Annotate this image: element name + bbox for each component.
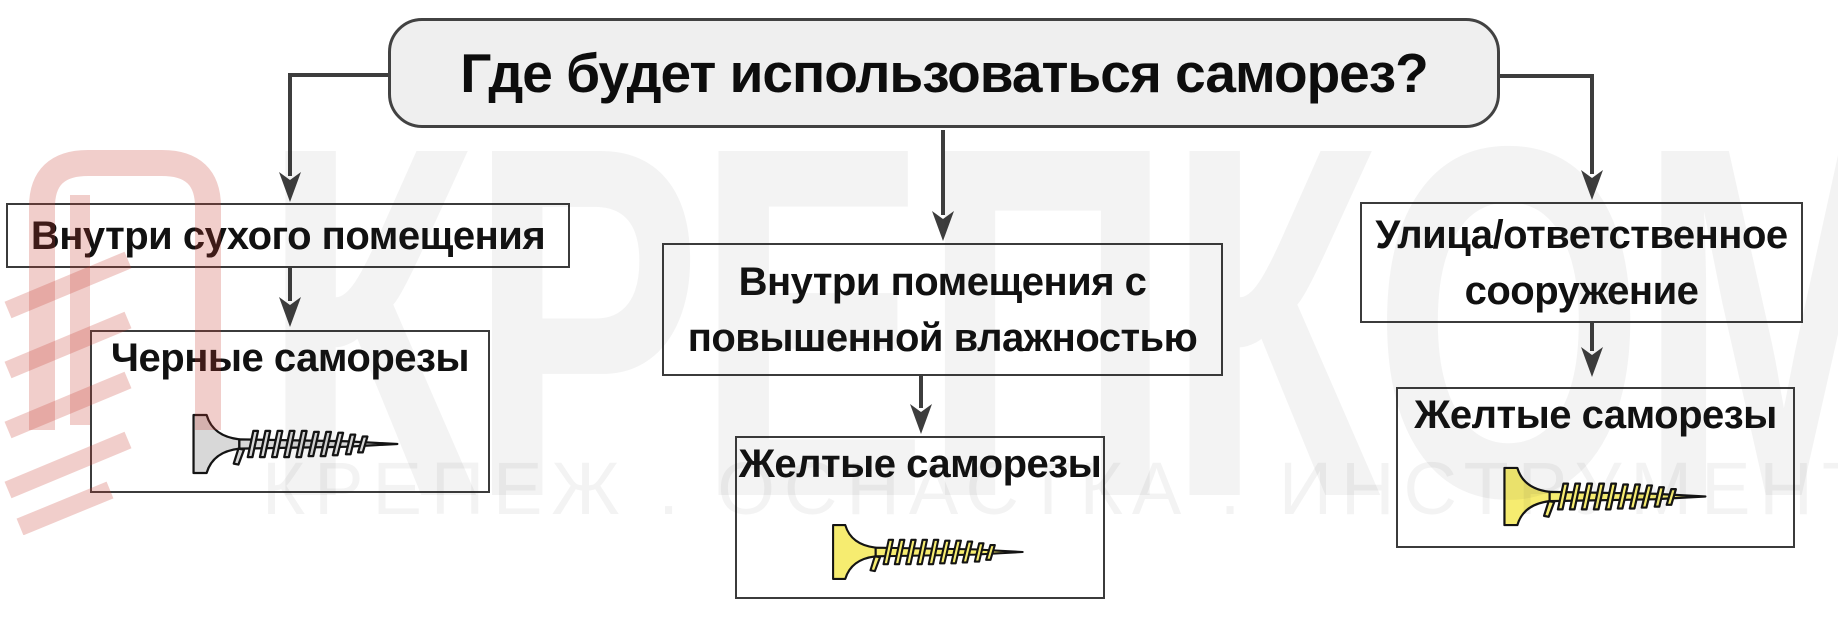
arrowhead-icon bbox=[1581, 170, 1603, 200]
result-text: Черные саморезы bbox=[110, 336, 470, 380]
result-box-yellow-screws-outdoor: Желтые саморезы bbox=[1396, 387, 1795, 548]
yellow-screw-icon bbox=[1503, 466, 1707, 527]
arrowhead-icon bbox=[279, 297, 301, 327]
arrowhead-icon bbox=[910, 404, 932, 434]
condition-box-humid-room: Внутри помещения с повышенной влажностью bbox=[662, 243, 1223, 376]
result-text: Желтые саморезы bbox=[1414, 393, 1777, 437]
connector-left bbox=[288, 73, 388, 176]
arrowhead-icon bbox=[1581, 347, 1603, 377]
connector-right bbox=[1500, 74, 1594, 174]
yellow-screw-icon bbox=[832, 523, 1024, 580]
condition-text: Внутри помещения с повышенной влажностью bbox=[687, 259, 1198, 360]
condition-box-dry-room: Внутри сухого помещения bbox=[6, 203, 570, 268]
result-box-yellow-screws-humid: Желтые саморезы bbox=[735, 436, 1105, 599]
arrowhead-icon bbox=[279, 172, 301, 202]
condition-text: Внутри сухого помещения bbox=[30, 213, 546, 258]
question-text: Где будет использоваться саморез? bbox=[460, 42, 1428, 104]
result-text: Желтые саморезы bbox=[738, 442, 1102, 486]
arrowhead-icon bbox=[932, 211, 954, 241]
question-box: Где будет использоваться саморез? bbox=[388, 18, 1500, 128]
gray-screw-icon bbox=[192, 413, 399, 475]
result-box-black-screws: Черные саморезы bbox=[90, 330, 490, 493]
condition-box-outdoor: Улица/ответственное сооружение bbox=[1360, 202, 1803, 323]
condition-text: Улица/ответственное сооружение bbox=[1375, 212, 1788, 313]
